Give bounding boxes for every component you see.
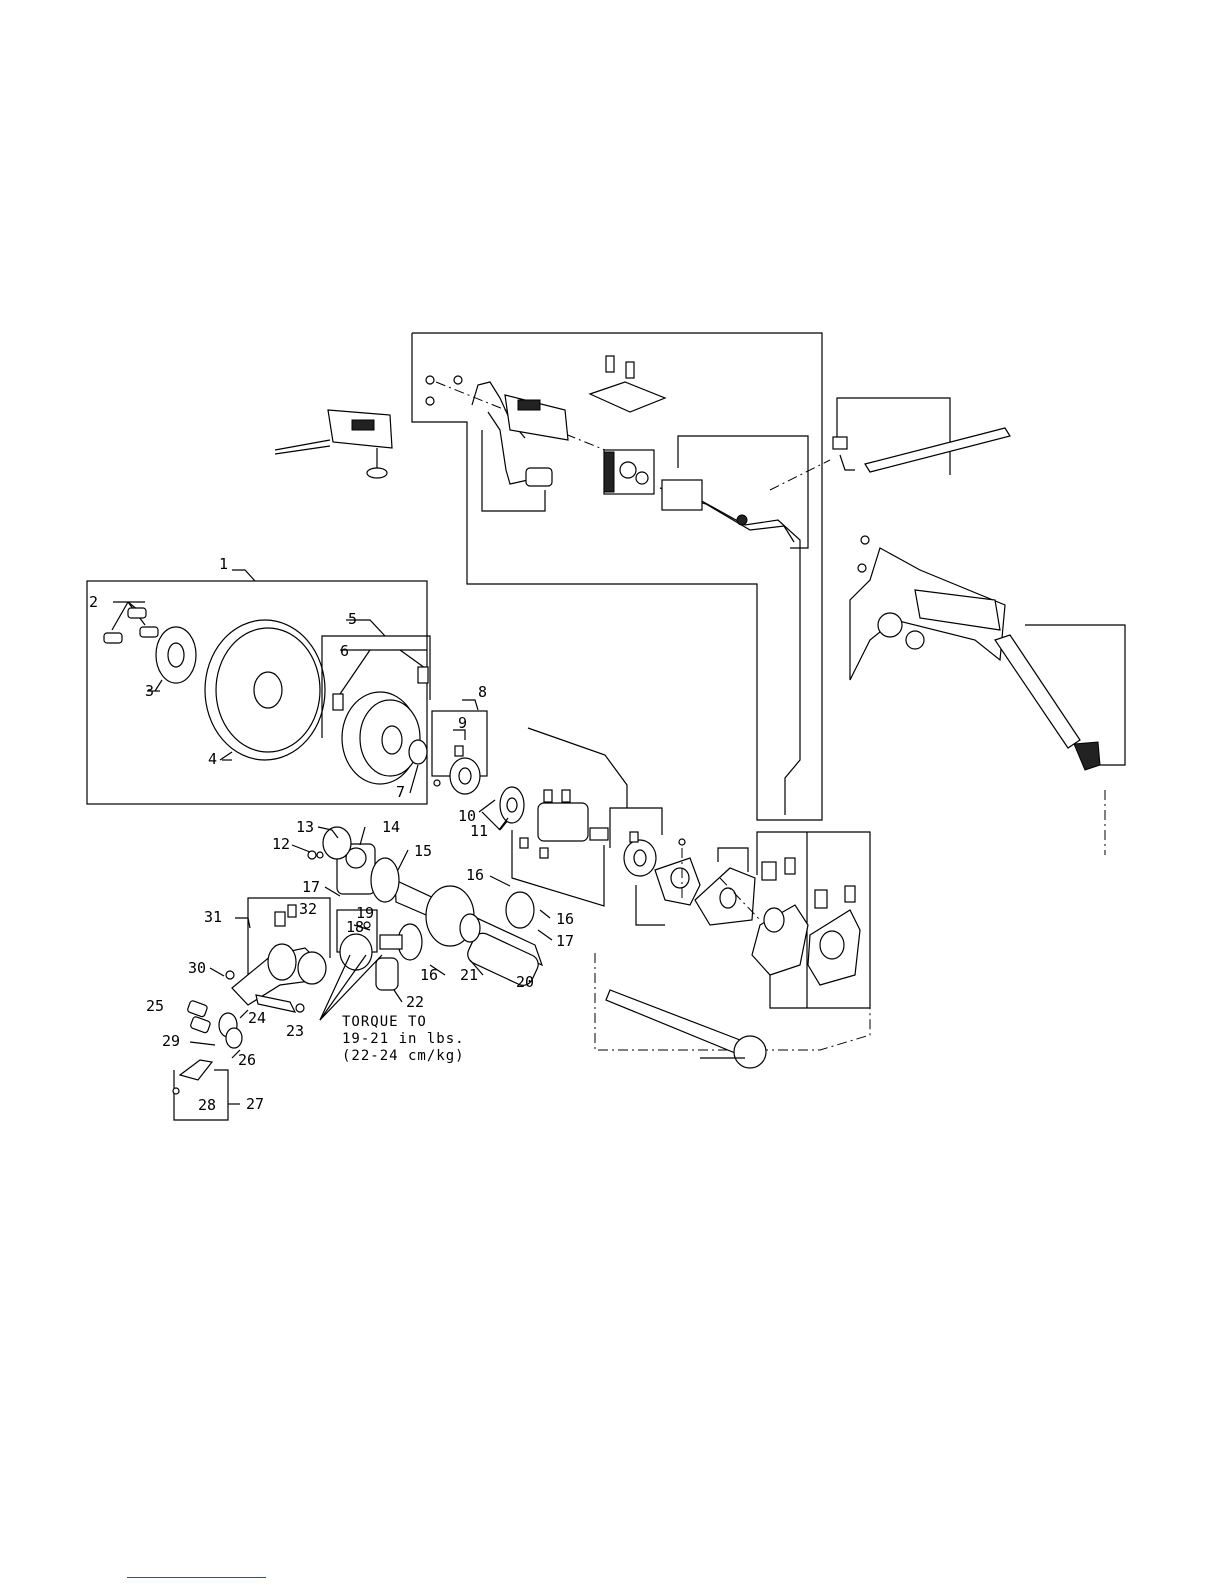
callout-6: 6 bbox=[340, 642, 349, 660]
callout-5: 5 bbox=[348, 610, 357, 628]
callout-9: 9 bbox=[458, 714, 467, 732]
callout-32: 32 bbox=[299, 900, 317, 918]
callout-16-right: 16 bbox=[556, 910, 574, 928]
callout-14: 14 bbox=[382, 818, 400, 836]
callout-16-top: 16 bbox=[466, 866, 484, 884]
top-right-rod bbox=[833, 398, 1010, 475]
callout-11: 11 bbox=[470, 822, 488, 840]
torque-note-line-3: (22-24 cm/kg) bbox=[342, 1048, 465, 1064]
footer-link-underline bbox=[127, 1577, 266, 1578]
callout-7: 7 bbox=[396, 783, 405, 801]
callout-2: 2 bbox=[89, 593, 98, 611]
callout-17-left: 17 bbox=[302, 878, 320, 896]
callout-26: 26 bbox=[238, 1051, 256, 1069]
callout-23: 23 bbox=[286, 1022, 304, 1040]
upper-linkage-group bbox=[412, 333, 830, 820]
callout-19: 19 bbox=[356, 904, 374, 922]
pulley-group bbox=[87, 570, 430, 804]
top-left-bracket bbox=[275, 410, 392, 478]
callout-27: 27 bbox=[246, 1095, 264, 1113]
callout-22: 22 bbox=[406, 993, 424, 1011]
callout-28: 28 bbox=[198, 1096, 216, 1114]
callout-21: 21 bbox=[460, 966, 478, 984]
callout-4: 4 bbox=[208, 750, 217, 768]
callout-13: 13 bbox=[296, 818, 314, 836]
torque-note-line-1: TORQUE TO bbox=[342, 1014, 427, 1030]
torque-note: TORQUE TO 19-21 in lbs. (22-24 cm/kg) bbox=[342, 1014, 465, 1064]
callout-31: 31 bbox=[204, 908, 222, 926]
callout-16-bottom: 16 bbox=[420, 966, 438, 984]
torque-note-line-2: 19-21 in lbs. bbox=[342, 1031, 465, 1047]
right-frame-plate bbox=[850, 536, 1125, 855]
callout-24: 24 bbox=[248, 1009, 266, 1027]
callout-1: 1 bbox=[219, 555, 228, 573]
callout-15: 15 bbox=[414, 842, 432, 860]
callout-30: 30 bbox=[188, 959, 206, 977]
callout-3: 3 bbox=[145, 682, 154, 700]
callout-12: 12 bbox=[272, 835, 290, 853]
callout-8: 8 bbox=[478, 683, 487, 701]
callout-20: 20 bbox=[516, 973, 534, 991]
callout-29: 29 bbox=[162, 1032, 180, 1050]
callout-17-right: 17 bbox=[556, 932, 574, 950]
callout-25: 25 bbox=[146, 997, 164, 1015]
